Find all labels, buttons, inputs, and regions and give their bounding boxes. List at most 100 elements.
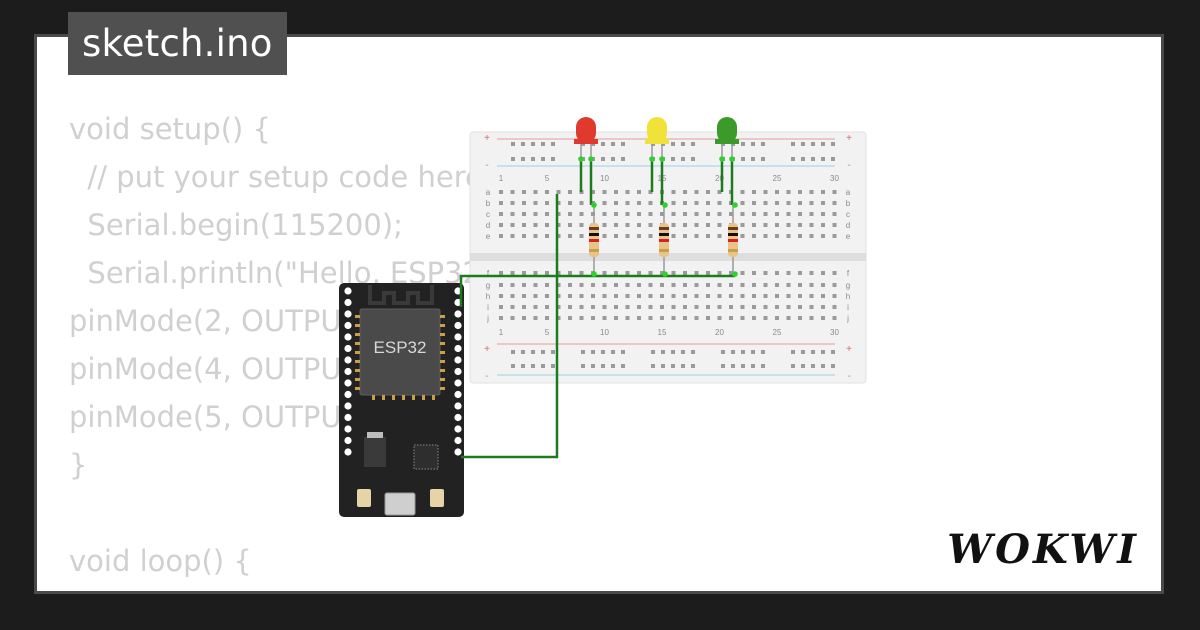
header-pin[interactable] (344, 379, 352, 387)
breadboard-hole (591, 316, 595, 320)
breadboard-hole (591, 305, 595, 309)
breadboard-hole (775, 212, 779, 216)
breadboard-hole (614, 190, 618, 194)
header-pin[interactable] (454, 310, 462, 318)
breadboard-hole (602, 271, 607, 275)
breadboard-hole (694, 305, 699, 309)
breadboard-hole (568, 305, 572, 309)
header-pin[interactable] (344, 425, 352, 433)
header-pin[interactable] (454, 367, 462, 376)
rail-hole (801, 350, 805, 354)
file-tab[interactable]: sketch.ino (68, 12, 287, 75)
en-button[interactable] (430, 489, 444, 507)
breadboard-hole (809, 201, 814, 205)
header-pin[interactable] (454, 379, 462, 387)
breadboard-hole (729, 316, 733, 320)
rail-hole (751, 364, 755, 368)
breadboard-hole (786, 283, 791, 287)
header-pin[interactable] (344, 287, 352, 295)
header-pin[interactable] (454, 333, 462, 341)
breadboard-hole (717, 283, 722, 287)
header-pin[interactable] (344, 448, 352, 456)
led-yellow[interactable] (647, 117, 667, 143)
breadboard-hole (660, 294, 664, 298)
breadboard-hole (602, 283, 607, 287)
row-letter: b (486, 199, 491, 208)
header-pin[interactable] (454, 321, 462, 330)
breadboard-hole (798, 234, 802, 238)
header-pin[interactable] (454, 356, 462, 364)
header-pin[interactable] (454, 344, 462, 353)
module-pin (355, 369, 360, 372)
breadboard-hole (763, 201, 768, 205)
breadboard-hole (522, 316, 526, 320)
esp32-header-pins[interactable] (344, 287, 462, 456)
column-number: 5 (545, 174, 550, 183)
breadboard-hole (832, 190, 837, 194)
header-pin[interactable] (344, 298, 352, 307)
rail-minus-label: - (847, 160, 850, 171)
rail-hole (811, 364, 815, 368)
breadboard-hole (798, 271, 802, 275)
header-pin[interactable] (454, 425, 462, 433)
header-pin[interactable] (344, 367, 352, 376)
breadboard-hole (499, 316, 503, 320)
breadboard-hole (683, 305, 687, 309)
breadboard-hole (717, 234, 722, 238)
breadboard-hole (809, 316, 814, 320)
breadboard-hole (809, 271, 814, 275)
breadboard-hole (499, 305, 503, 309)
esp32-module-pins (355, 315, 445, 400)
breadboard-hole (683, 316, 687, 320)
breadboard-hole (579, 234, 584, 238)
header-pin[interactable] (344, 402, 352, 410)
led-red[interactable] (576, 117, 596, 143)
rail-hole (521, 142, 525, 146)
code-line: void setup() { (69, 112, 271, 146)
header-pin[interactable] (454, 413, 462, 422)
breadboard-hole (740, 283, 745, 287)
rail-hole (671, 350, 675, 354)
wire-endpoint (732, 202, 738, 208)
header-pin[interactable] (344, 356, 352, 364)
breadboard-hole (522, 190, 526, 194)
wire-endpoint (591, 271, 597, 277)
resistors[interactable] (589, 205, 738, 274)
boot-button[interactable] (357, 489, 371, 507)
micro-usb-port[interactable] (384, 492, 416, 516)
rail-hole (821, 364, 825, 368)
header-pin[interactable] (344, 390, 352, 399)
header-pin[interactable] (344, 321, 352, 330)
header-pin[interactable] (454, 448, 462, 456)
wire-endpoint (719, 156, 725, 162)
leds[interactable] (574, 117, 739, 159)
breadboard-hole (602, 294, 607, 298)
column-number: 10 (600, 328, 609, 337)
rail-hole (591, 364, 595, 368)
breadboard-hole (533, 316, 538, 320)
breadboard-hole (660, 305, 664, 309)
breadboard-hole (556, 294, 561, 298)
rail-hole (761, 157, 765, 161)
header-pin[interactable] (454, 436, 462, 445)
wire-gnd[interactable] (461, 194, 559, 459)
header-pin[interactable] (344, 413, 352, 422)
wire-signal[interactable] (459, 274, 735, 307)
header-pin[interactable] (344, 344, 352, 353)
led-green[interactable] (717, 117, 737, 143)
header-pin[interactable] (454, 402, 462, 410)
resistor-band (659, 239, 669, 242)
header-pin[interactable] (344, 436, 352, 445)
breadboard-hole (763, 234, 768, 238)
header-pin[interactable] (454, 390, 462, 399)
breadboard-hole (740, 234, 745, 238)
rail-hole (691, 157, 695, 161)
header-pin[interactable] (344, 310, 352, 318)
breadboard-hole (821, 234, 825, 238)
row-letter: i (487, 303, 489, 312)
module-pin (440, 378, 445, 381)
header-pin[interactable] (344, 333, 352, 341)
module-pin (440, 387, 445, 390)
rail-hole (741, 350, 745, 354)
